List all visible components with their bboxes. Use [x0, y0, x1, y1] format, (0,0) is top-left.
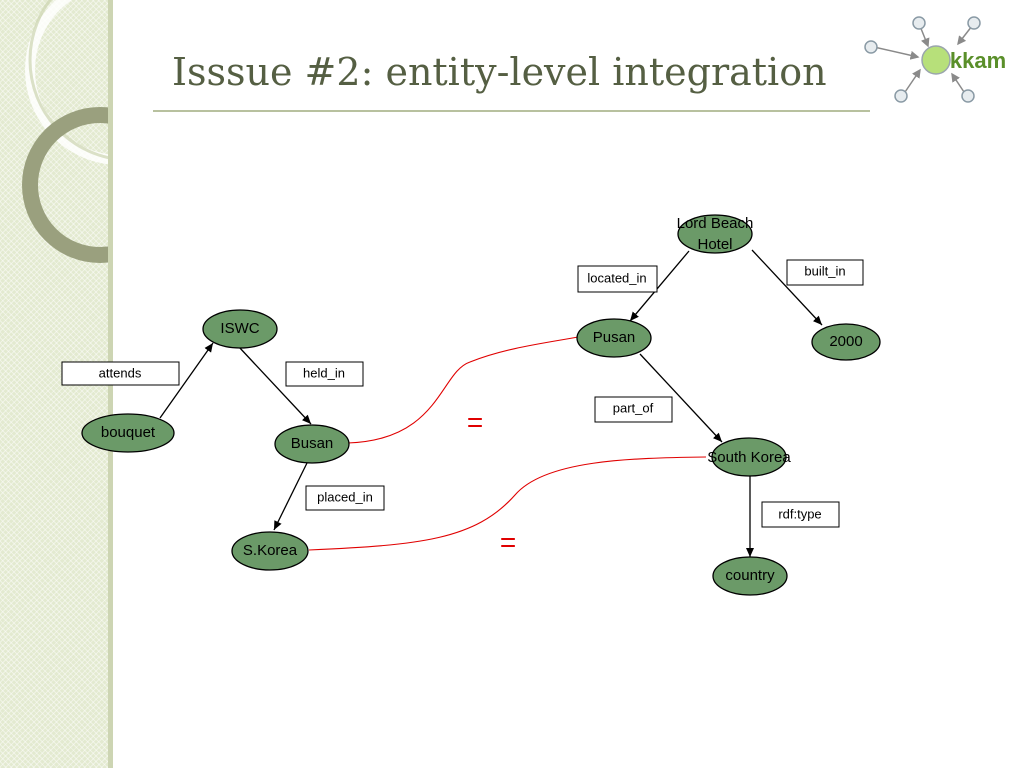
- edge-built-in: [751, 249, 823, 326]
- title-divider: [153, 110, 870, 112]
- edge-label-attends: attends: [99, 365, 142, 380]
- equivalence-curve-busan-pusan: [347, 336, 579, 444]
- node-label-iswc: ISWC: [220, 320, 259, 337]
- page-title: Isssue #2: entity-level integration: [172, 50, 827, 94]
- edge-label-part-of: part_of: [613, 400, 654, 415]
- edge-label-box: [61, 361, 180, 386]
- node-pusan: [576, 318, 652, 358]
- edge-attends: [159, 342, 214, 419]
- okkam-logo: kkam: [864, 16, 1006, 103]
- node-label-lord-beach-line1: Lord Beach: [677, 215, 754, 232]
- edge-held-in: [238, 346, 312, 425]
- equivalence-curve-skorea-southkorea: [308, 456, 707, 551]
- equivalence-sign: =: [467, 406, 483, 437]
- node-south-korea: [711, 437, 787, 477]
- node-iswc: [202, 309, 278, 349]
- edge-label-built-in: built_in: [804, 263, 845, 278]
- edge-placed-in: [273, 462, 308, 531]
- node-label-skorea: S.Korea: [243, 542, 298, 559]
- node-label-bouquet: bouquet: [101, 424, 156, 441]
- node-label-pusan: Pusan: [593, 329, 636, 346]
- edge-part-of: [639, 353, 723, 443]
- node-label-lord-beach-line2: Hotel: [697, 236, 732, 253]
- node-bouquet: [81, 413, 175, 453]
- node-2000: [811, 323, 881, 361]
- node-country: [712, 556, 788, 596]
- edge-label-rdf-type: rdf:type: [778, 506, 821, 521]
- edge-label-box: [285, 361, 364, 387]
- equivalence-sign: =: [500, 526, 516, 557]
- node-skorea: [231, 531, 309, 571]
- node-label-south-korea: South Korea: [707, 449, 791, 466]
- node-busan: [274, 424, 350, 464]
- edge-label-located-in: located_in: [587, 270, 646, 285]
- node-label-busan: Busan: [291, 435, 334, 452]
- edge-label-box: [594, 396, 673, 423]
- logo-text: kkam: [950, 48, 1006, 73]
- edge-label-held-in: held_in: [303, 365, 345, 380]
- edge-label-box: [786, 259, 864, 286]
- edge-label-box: [577, 265, 658, 293]
- node-lord-beach-hotel: [677, 214, 753, 254]
- edge-located-in: [629, 250, 690, 322]
- node-label-country: country: [725, 567, 775, 584]
- edge-label-box: [761, 501, 840, 528]
- sidebar-rings: [22, 0, 113, 263]
- node-label-2000: 2000: [829, 333, 862, 350]
- edge-label-placed-in: placed_in: [317, 489, 373, 504]
- edge-label-box: [305, 485, 385, 511]
